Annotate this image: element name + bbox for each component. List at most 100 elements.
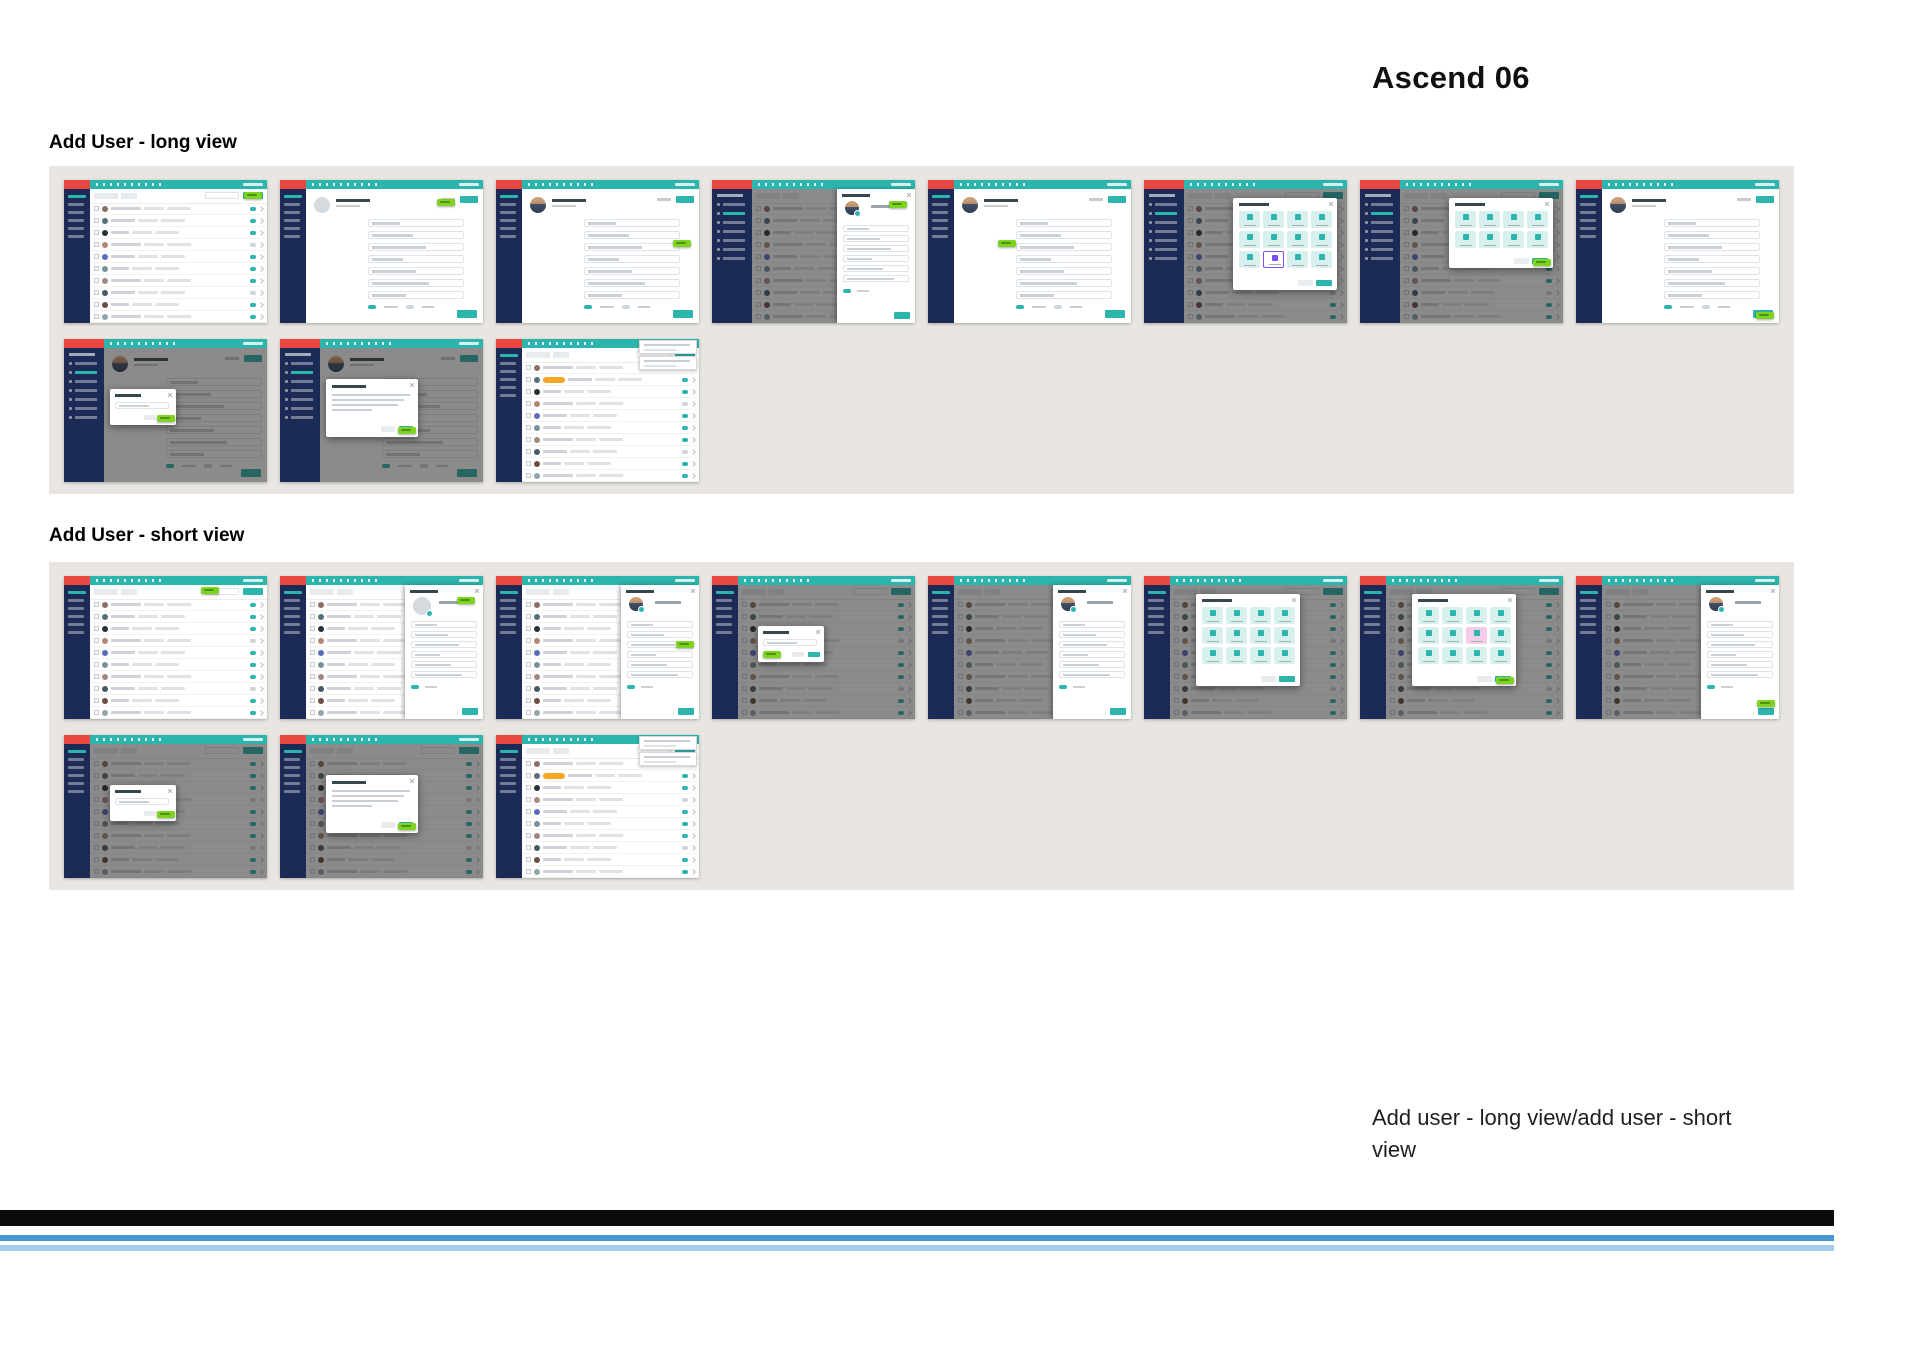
screen-thumb-short-drawer-confirm[interactable] [1576, 576, 1779, 719]
row-toggle [250, 278, 256, 283]
app-sidebar [496, 744, 522, 878]
screen-thumb-long-users-list-updated[interactable] [496, 339, 699, 482]
row-text [161, 687, 185, 690]
drawer-name [871, 205, 897, 208]
drawer-save-button [1110, 708, 1126, 715]
screen-thumb-short-drawer-form[interactable] [928, 576, 1131, 719]
screen-thumb-long-add-user-form[interactable] [928, 180, 1131, 323]
highlight-badge [676, 641, 694, 648]
nav-item [68, 790, 84, 793]
row-text [564, 390, 584, 393]
row-avatar [102, 217, 108, 224]
row-text [327, 687, 351, 690]
app-tile-icon [1271, 255, 1278, 261]
row-text [570, 687, 590, 690]
section-heading-short-view: Add User - short view [49, 525, 245, 546]
topbar-user-menu [1323, 183, 1343, 186]
row-text [618, 378, 642, 381]
nav-item [1364, 591, 1382, 594]
row-toggle [250, 230, 256, 235]
row-avatar [318, 673, 324, 680]
nav-item-label [1155, 212, 1177, 215]
highlight-badge [157, 415, 175, 422]
nav-item-icon [1365, 239, 1368, 242]
row-toggle [250, 254, 256, 259]
drawer-title [410, 590, 438, 593]
row-text [564, 858, 584, 861]
screen-thumb-short-edit-apps-selected[interactable] [1360, 576, 1563, 719]
cancel-button [1298, 280, 1313, 286]
screen-thumb-short-edit-apps[interactable] [1144, 576, 1347, 719]
nav-item-label [1155, 257, 1177, 260]
row-text [371, 663, 395, 666]
form-field [1059, 621, 1125, 628]
screen-thumb-long-edit-apps[interactable] [1144, 180, 1347, 323]
screen-thumb-short-set-password-dialog[interactable] [280, 735, 483, 878]
tooltip-text-line [644, 365, 676, 367]
row-text [570, 651, 590, 654]
form-field [584, 243, 680, 251]
row-text [564, 426, 584, 429]
app-tile-label [1531, 224, 1544, 226]
screen-thumb-long-users-list[interactable] [64, 180, 267, 323]
screen-thumb-short-save-changes-dialog[interactable] [64, 735, 267, 878]
app-sidebar [64, 744, 90, 878]
screen-thumb-long-add-user-confirm[interactable] [1576, 180, 1779, 323]
row-avatar [318, 625, 324, 632]
form-field [1707, 621, 1773, 628]
topbar-user-menu [459, 342, 479, 345]
row-text [543, 474, 573, 477]
row-text [144, 279, 164, 282]
screen-thumb-short-drawer-details[interactable] [496, 576, 699, 719]
close-icon [1329, 202, 1333, 206]
screen-thumb-long-add-user-details[interactable] [496, 180, 699, 323]
row-text [354, 651, 374, 654]
toggle-label [422, 306, 434, 308]
highlight-badge [398, 823, 416, 830]
row-avatar [534, 832, 540, 839]
app-logo [496, 576, 522, 585]
app-tile-label [1422, 660, 1435, 662]
field-value [847, 258, 872, 260]
table-row [90, 287, 267, 299]
screen-thumb-short-users-list-updated[interactable] [496, 735, 699, 878]
chevron-right-icon [690, 472, 696, 479]
row-avatar [534, 784, 540, 791]
form-field [584, 255, 680, 263]
close-icon [691, 589, 695, 593]
app-tile [1479, 211, 1500, 228]
screen-thumb-long-set-password-dialog[interactable] [280, 339, 483, 482]
nav-item-label [1155, 239, 1177, 242]
nav-header [69, 353, 95, 356]
app-logo [64, 339, 104, 348]
screen-thumb-long-add-user-panel[interactable] [712, 180, 915, 323]
app-logo [1576, 576, 1602, 585]
nav-item [284, 203, 300, 206]
footer-stripes [0, 1210, 1834, 1254]
thumbnail-board-long-view [49, 166, 1794, 494]
drawer-title [1058, 590, 1086, 593]
dialog-title [1202, 599, 1232, 602]
screen-thumb-long-edit-apps-selected[interactable] [1360, 180, 1563, 323]
app-tile-icon [1486, 214, 1493, 220]
nav-item-label [75, 362, 97, 365]
filter-pill [94, 193, 118, 199]
row-text [618, 774, 642, 777]
nav-item [500, 227, 516, 230]
row-checkbox [94, 698, 99, 703]
screen-thumb-long-add-user-empty[interactable] [280, 180, 483, 323]
row-text [111, 255, 135, 258]
nav-item [932, 219, 948, 222]
screen-thumb-short-edit-user-dialog[interactable] [712, 576, 915, 719]
app-tile [1287, 251, 1308, 268]
row-checkbox [94, 662, 99, 667]
screen-thumb-long-save-changes-dialog[interactable] [64, 339, 267, 482]
apps-dialog [1196, 594, 1300, 686]
row-avatar [102, 697, 108, 704]
row-toggle [682, 473, 688, 478]
screen-thumb-short-drawer-empty[interactable] [280, 576, 483, 719]
screen-thumb-short-users-list[interactable] [64, 576, 267, 719]
row-toggle [250, 242, 256, 247]
nav-item [932, 235, 948, 238]
app-tile [1418, 607, 1439, 624]
